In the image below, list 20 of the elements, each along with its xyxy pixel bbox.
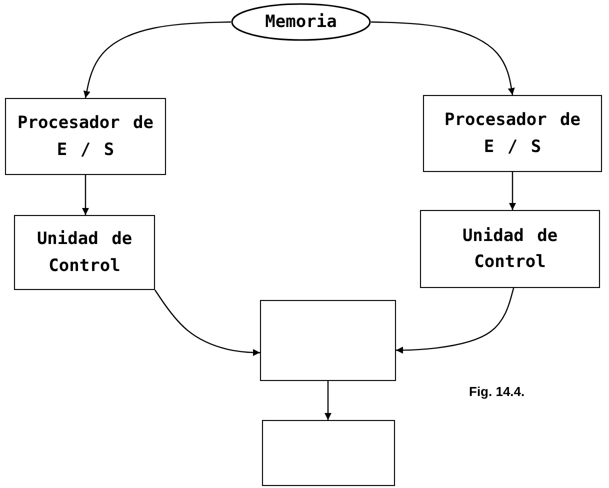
process-box: [14, 215, 155, 290]
arrow: [509, 172, 516, 210]
arrow: [83, 21, 232, 98]
process-box: [423, 95, 602, 172]
figure-caption: Fig. 14.4.: [469, 384, 525, 399]
empty-box: [262, 420, 395, 486]
node-label: Memoria: [265, 10, 337, 34]
arrow: [396, 288, 514, 354]
memory-ellipse: [231, 3, 371, 41]
node-label: Unidad de Control: [461, 224, 559, 274]
arrow: [324, 381, 332, 420]
node-label: Unidad de Control: [36, 228, 134, 278]
node-label: Procesador de E / S: [16, 112, 155, 162]
arrow: [154, 290, 260, 356]
arrow: [82, 175, 89, 215]
node-label: Procesador de E / S: [443, 109, 582, 158]
process-box: [420, 210, 600, 288]
process-box: [5, 98, 166, 175]
empty-box: [260, 300, 396, 381]
arrow: [370, 21, 515, 96]
